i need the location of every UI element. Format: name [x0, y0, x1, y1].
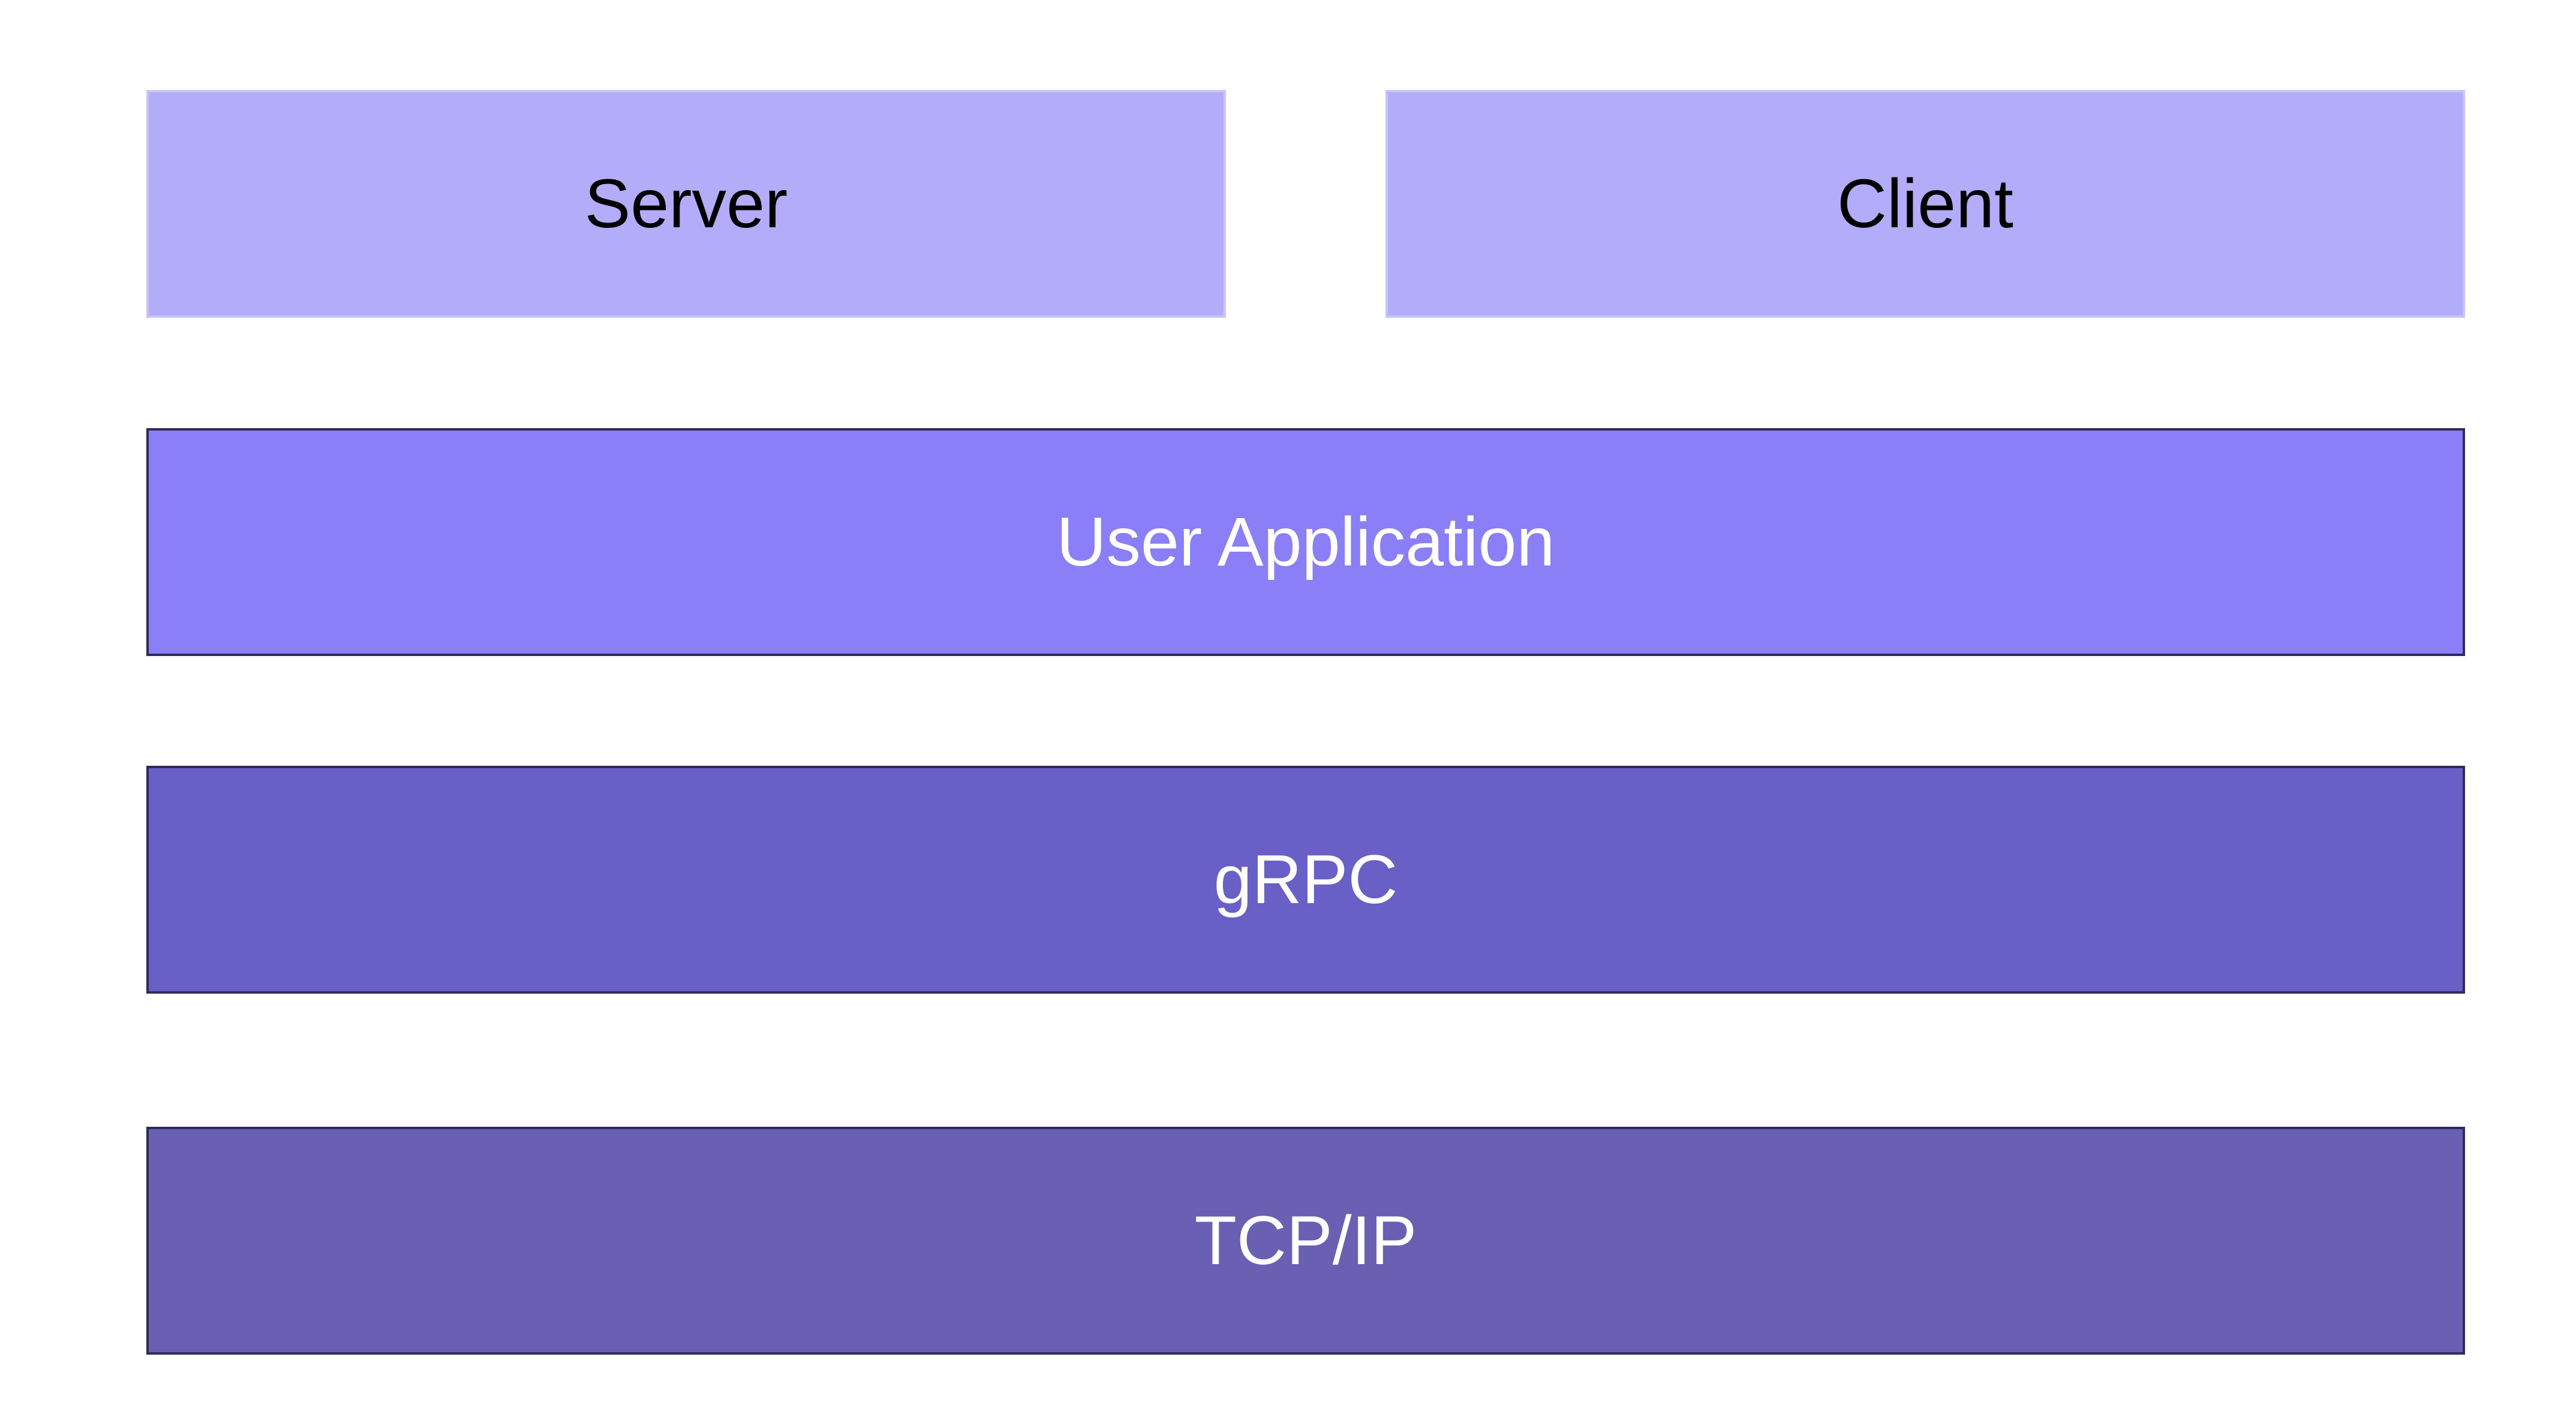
tcpip-layer: TCP/IP [146, 1127, 2465, 1355]
grpc-layer: gRPC [146, 766, 2465, 994]
client-box: Client [1385, 90, 2465, 318]
server-label: Server [584, 165, 788, 242]
user-application-label: User Application [1056, 503, 1555, 580]
grpc-label: gRPC [1213, 841, 1398, 918]
tcpip-label: TCP/IP [1194, 1202, 1417, 1279]
server-box: Server [146, 90, 1226, 318]
user-application-layer: User Application [146, 428, 2465, 656]
client-label: Client [1836, 165, 2013, 242]
